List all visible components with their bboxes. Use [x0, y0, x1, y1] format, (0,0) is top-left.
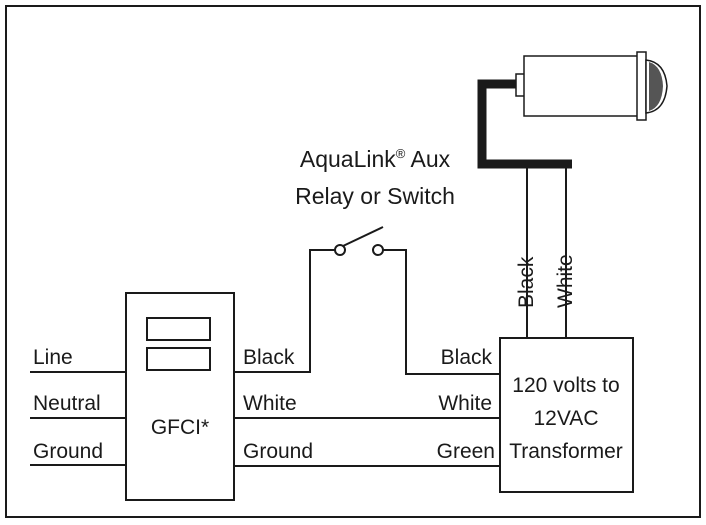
- transformer-white-label: White: [438, 392, 492, 415]
- black-wire: [234, 249, 338, 373]
- gfci-test-button: [146, 317, 211, 341]
- diagram-frame: [5, 5, 701, 518]
- gfci-black-label: Black: [243, 346, 295, 369]
- line-label: Line: [33, 346, 73, 369]
- light-lens-shade: [649, 62, 663, 111]
- gfci-ground-label: Ground: [243, 440, 313, 463]
- light-housing: [523, 55, 639, 117]
- transformer-green-label: Green: [437, 440, 495, 463]
- light-leads: [526, 168, 567, 338]
- transformer-box: [499, 337, 634, 493]
- transformer-label-line1: 120 volts to: [512, 374, 619, 397]
- switch-contact-right: [372, 244, 384, 256]
- relay-title-line1: AquaLink® Aux: [300, 146, 451, 172]
- light-white-label: White: [554, 254, 577, 308]
- gfci-reset-button: [146, 347, 211, 371]
- transformer-black-label: Black: [441, 346, 493, 369]
- transformer-label-line3: Transformer: [509, 440, 623, 463]
- input-wires: [30, 371, 126, 466]
- output-wires: [234, 226, 500, 467]
- relay-title-line2: Relay or Switch: [295, 183, 455, 209]
- switch-blade: [342, 226, 384, 247]
- ground-input-label: Ground: [33, 440, 103, 463]
- gfci-white-label: White: [243, 392, 297, 415]
- gfci-device: [125, 292, 235, 501]
- light-cord: [477, 79, 572, 169]
- transformer-label-line2: 12VAC: [534, 407, 599, 430]
- pool-light-icon: [515, 51, 668, 121]
- neutral-label: Neutral: [33, 392, 101, 415]
- switch-contact-left: [334, 244, 346, 256]
- light-black-label: Black: [515, 256, 538, 308]
- light-bezel: [636, 51, 647, 121]
- black-wire-return: [383, 249, 500, 375]
- gfci-label: GFCI*: [151, 416, 209, 439]
